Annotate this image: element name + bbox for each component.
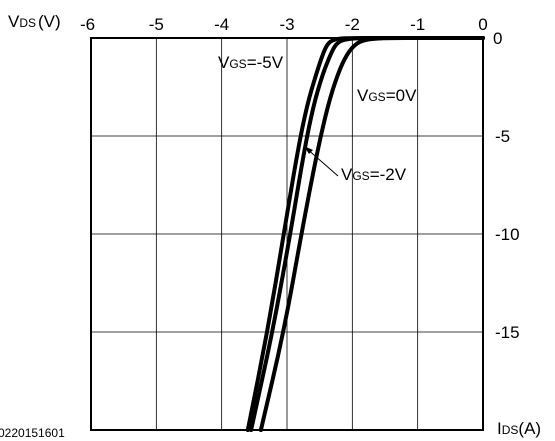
x-tick-label: -2 (345, 15, 360, 34)
y-tick-label: 0 (493, 29, 502, 48)
x-axis-label: IDS(A) (497, 419, 541, 438)
x-axis-label-main: I (497, 419, 502, 438)
grid (90, 37, 484, 430)
x-tick-label: -6 (80, 15, 95, 34)
x-tick-label: -1 (410, 15, 425, 34)
x-tick-label: 0 (478, 15, 487, 34)
y-tick-label: -10 (495, 225, 520, 244)
x-tick-label: -4 (214, 15, 229, 34)
y-axis-label-main: V (8, 12, 20, 31)
annotation-vgs-0v-value: =0V (386, 86, 417, 105)
annotation-vgs-5v-main: V (218, 53, 230, 72)
annotation-vgs-5v: VGS=-5V (218, 53, 284, 72)
annotation-vgs-0v-main: V (357, 86, 369, 105)
annotation-vgs-5v-sub: GS (229, 57, 246, 71)
y-tick-labels: 0 -5 -10 -15 (493, 29, 520, 342)
annotation-vgs-2v: VGS=-2V (341, 165, 407, 184)
x-tick-label: -5 (149, 15, 164, 34)
annotation-vgs-5v-value: =-5V (247, 53, 284, 72)
annotation-vgs-0v: VGS=0V (357, 86, 417, 105)
figure-code: 0220151601 (0, 426, 65, 440)
plot-frame (90, 37, 484, 431)
y-tick-label: -15 (495, 323, 520, 342)
x-axis-label-unit: (A) (518, 419, 541, 438)
x-axis-label-sub: DS (502, 423, 519, 437)
y-axis-label-sub: DS (19, 16, 36, 30)
y-axis-label: VDS(V) (8, 12, 61, 31)
annotation-vgs-2v-main: V (341, 165, 353, 184)
y-tick-label: -5 (495, 127, 510, 146)
annotation-vgs-0v-sub: GS (368, 90, 385, 104)
annotation-vgs-2v-leader (305, 147, 339, 177)
y-axis-label-unit: (V) (38, 12, 61, 31)
x-tick-label: -3 (279, 15, 294, 34)
annotation-vgs-2v-arrowhead (304, 146, 313, 154)
annotation-vgs-2v-value: =-2V (370, 165, 407, 184)
x-tick-labels: -6 -5 -4 -3 -2 -1 0 (80, 15, 488, 34)
annotation-vgs-2v-sub: GS (352, 169, 369, 183)
